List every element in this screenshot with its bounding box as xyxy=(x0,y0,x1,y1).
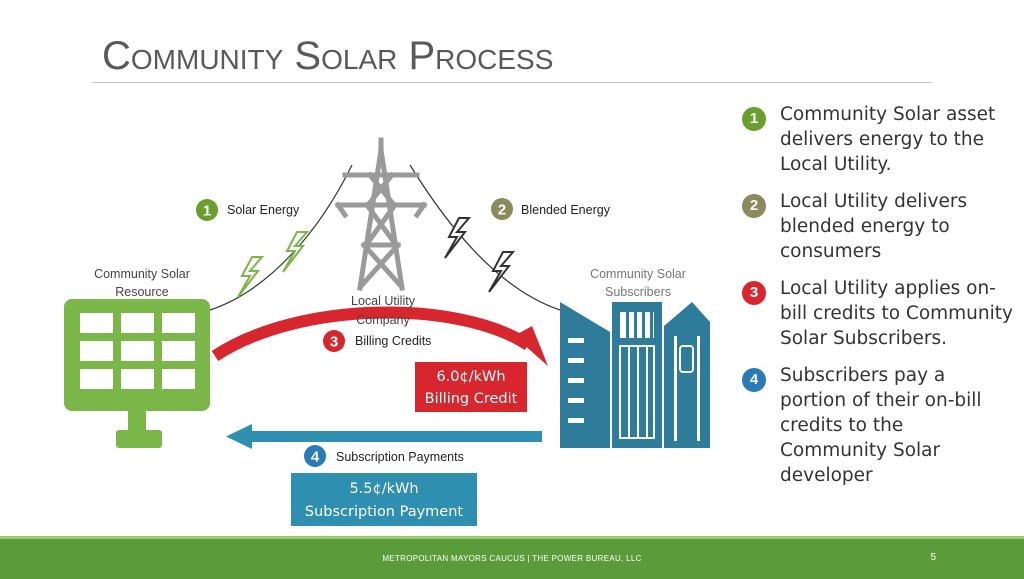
step-description: Subscribers pay a portion of their on-bi… xyxy=(780,365,982,486)
step-description: Local Utility applies on-bill credits to… xyxy=(780,278,1013,349)
subscription-payment-caption: Subscription Payment xyxy=(305,504,463,520)
step-number-badge: 2 xyxy=(742,194,766,218)
billing-credit-caption: Billing Credit xyxy=(425,391,518,407)
subscribers-label: Community Solar xyxy=(590,267,686,281)
power-line-right xyxy=(409,164,561,311)
subscription-payments-arrow xyxy=(245,431,542,442)
power-line-left xyxy=(209,164,353,311)
flow-badge-1 xyxy=(196,199,218,221)
utility-label: Company xyxy=(356,313,410,327)
footer-text: METROPOLITAN MAYORS CAUCUS | THE POWER B… xyxy=(382,554,642,563)
process-step: 2 Local Utility delivers blended energy … xyxy=(742,189,1014,264)
lightning-icon xyxy=(282,231,310,273)
flow-label-blended-energy: Blended Energy xyxy=(521,203,611,217)
lightning-icon xyxy=(444,217,472,259)
flow-badge-3 xyxy=(323,330,345,352)
solar-resource-label: Community Solar xyxy=(94,267,190,281)
process-step: 4 Subscribers pay a portion of their on-… xyxy=(742,363,1014,488)
flow-badge-2 xyxy=(491,198,513,220)
step-description: Community Solar asset delivers energy to… xyxy=(780,104,996,175)
flow-badge-1-num: 1 xyxy=(203,203,211,220)
process-step: 1 Community Solar asset delivers energy … xyxy=(742,102,1014,177)
process-step: 3 Local Utility applies on-bill credits … xyxy=(742,276,1014,351)
flow-badge-3-num: 3 xyxy=(330,334,338,351)
utility-label: Local Utility xyxy=(351,294,416,308)
flow-label-solar-energy: Solar Energy xyxy=(227,203,300,217)
step-number-badge: 4 xyxy=(742,368,766,392)
flow-badge-4 xyxy=(304,445,326,467)
page-number: 5 xyxy=(930,552,936,563)
billing-credit-box xyxy=(415,362,527,412)
lightning-icon xyxy=(488,251,516,293)
flow-label-subscription-payments: Subscription Payments xyxy=(336,450,464,464)
process-steps-list: 1 Community Solar asset delivers energy … xyxy=(742,102,1014,500)
title-divider xyxy=(92,82,932,83)
billing-credit-rate: 6.0¢/kWh xyxy=(436,369,505,385)
slide-footer: METROPOLITAN MAYORS CAUCUS | THE POWER B… xyxy=(0,536,1024,579)
subscription-payment-rate: 5.5¢/kWh xyxy=(349,481,418,497)
slide-title: Community Solar Process xyxy=(102,34,554,78)
subscribers-label: Subscribers xyxy=(605,285,671,299)
lightning-icon xyxy=(237,256,265,298)
flow-label-billing-credits: Billing Credits xyxy=(355,334,431,348)
buildings-icon xyxy=(560,302,710,448)
billing-credits-arrow xyxy=(211,306,532,362)
solar-panel-icon xyxy=(64,299,210,448)
subscription-payment-box xyxy=(291,473,477,526)
transmission-tower-icon xyxy=(334,137,428,291)
solar-resource-label: Resource xyxy=(115,285,169,299)
billing-credits-arrowhead xyxy=(514,326,548,366)
subscription-payments-arrowhead xyxy=(226,424,252,449)
flow-badge-2-num: 2 xyxy=(498,202,506,219)
flow-badge-4-num: 4 xyxy=(311,449,320,466)
step-number-badge: 1 xyxy=(742,107,766,131)
step-description: Local Utility delivers blended energy to… xyxy=(780,191,968,262)
step-number-badge: 3 xyxy=(742,281,766,305)
